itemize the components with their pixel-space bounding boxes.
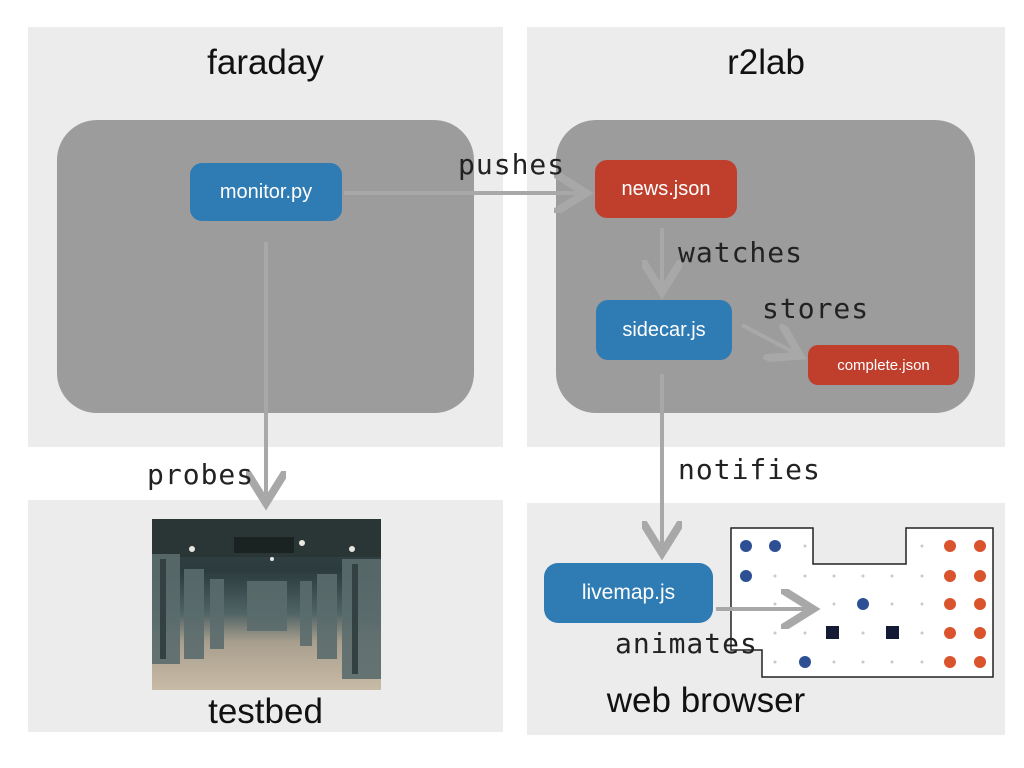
stores-label: stores bbox=[762, 292, 870, 325]
monitor-py-node: monitor.py bbox=[190, 163, 342, 221]
pushes-label: pushes bbox=[458, 148, 566, 181]
sidecar-js-node: sidecar.js bbox=[596, 300, 732, 360]
fedora-node-icons bbox=[740, 540, 869, 668]
stores-arrow bbox=[741, 325, 793, 352]
testbed-title: testbed bbox=[208, 692, 323, 731]
probes-label: probes bbox=[147, 458, 255, 491]
livemap-js-node: livemap.js bbox=[544, 563, 713, 623]
complete-json-node: complete.json bbox=[808, 345, 959, 385]
animates-label: animates bbox=[615, 627, 758, 660]
news-json-node: news.json bbox=[595, 160, 737, 218]
r2lab-title: r2lab bbox=[727, 43, 805, 82]
browser-title: web browser bbox=[606, 681, 806, 720]
faraday-title: faraday bbox=[207, 43, 324, 82]
watches-label: watches bbox=[678, 236, 804, 269]
testbed-photo bbox=[152, 519, 381, 690]
ubuntu-node-icons bbox=[944, 540, 986, 668]
notifies-label: notifies bbox=[678, 453, 821, 486]
